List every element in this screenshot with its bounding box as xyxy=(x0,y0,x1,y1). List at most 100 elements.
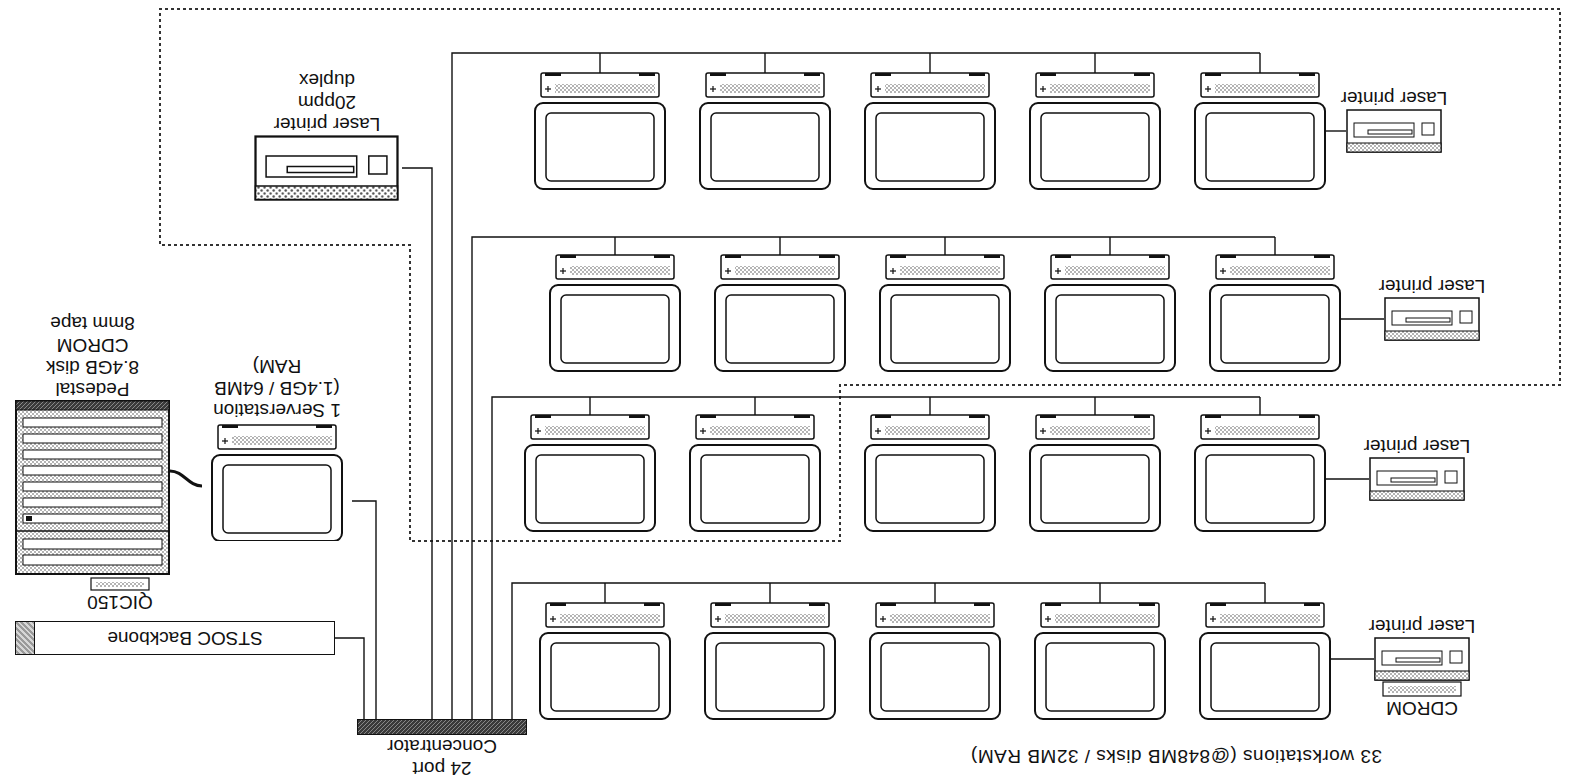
drop-wire xyxy=(769,583,770,603)
monitor-screen xyxy=(1221,295,1329,363)
cpu-shading xyxy=(885,84,985,93)
drive-bay xyxy=(23,466,162,475)
drop-wire xyxy=(944,237,945,255)
cpu-foot xyxy=(1134,73,1150,76)
drop-wire xyxy=(589,397,590,415)
node-label: QIC150 xyxy=(80,591,160,613)
cpu-foot xyxy=(1220,255,1236,258)
drive-bay xyxy=(23,514,162,523)
server-station: 1 Serverstation (1.4GB / 64MB RAM) xyxy=(202,355,352,541)
concentrator-bar xyxy=(358,720,527,735)
dashed-region xyxy=(160,9,1560,541)
tape-drive: QIC150 xyxy=(80,577,160,613)
cpu-shading xyxy=(890,614,990,623)
cpu-shading xyxy=(1055,614,1155,623)
cpu-foot xyxy=(545,73,561,76)
network-cable xyxy=(352,501,376,719)
node-label: Laser printer xyxy=(1372,275,1492,297)
cpu-foot xyxy=(710,73,726,76)
cpu-base xyxy=(1201,73,1319,97)
cpu-foot xyxy=(875,73,891,76)
printer-tray xyxy=(267,156,358,177)
laser-printer: Laser printer xyxy=(1362,615,1482,681)
cpu-foot xyxy=(629,415,645,418)
drive-bay xyxy=(23,450,162,459)
drive-bay xyxy=(23,418,162,427)
printer-tray xyxy=(1354,123,1414,137)
monitor-case xyxy=(880,285,1010,371)
drop-wire xyxy=(1259,397,1260,415)
cpu-foot xyxy=(1210,603,1226,606)
node-label: 1 Serverstation (1.4GB / 64MB RAM) xyxy=(202,355,352,421)
monitor-screen xyxy=(536,455,644,523)
bus-wire xyxy=(452,53,1260,719)
printer-tray xyxy=(1377,471,1437,485)
monitor-screen xyxy=(726,295,834,363)
node-label: Pedestal 8.4GB disk CDROM 8mm tape xyxy=(41,312,145,400)
network-cable xyxy=(335,638,364,719)
printer-slot xyxy=(288,167,354,173)
monitor-case xyxy=(705,633,835,719)
cpu-foot xyxy=(639,73,655,76)
monitor-case xyxy=(690,445,820,531)
node-label: STSOC Backbone xyxy=(46,627,324,649)
monitor-case xyxy=(700,103,830,189)
bus-wire xyxy=(492,397,1260,719)
cpu-foot xyxy=(560,255,576,258)
laser-printer: Laser printer xyxy=(1357,435,1477,501)
drive-shading xyxy=(96,582,144,587)
cpu-base xyxy=(1036,415,1154,439)
printer-button xyxy=(1445,471,1457,483)
printer-wire xyxy=(1330,658,1374,659)
monitor-screen xyxy=(1206,455,1314,523)
laser-printer: Laser printer xyxy=(1372,275,1492,341)
printer-button xyxy=(369,156,387,174)
drive-bay xyxy=(23,555,162,565)
cpu-foot xyxy=(880,603,896,606)
cpu-foot xyxy=(1149,255,1165,258)
monitor-case xyxy=(1210,285,1340,371)
cpu-plus xyxy=(1042,86,1043,92)
monitor-case xyxy=(1030,445,1160,531)
cpu-plus xyxy=(712,86,713,92)
cpu-shading xyxy=(885,426,985,435)
drive-led xyxy=(26,516,32,521)
cpu-foot xyxy=(974,603,990,606)
cpu-base xyxy=(876,603,994,627)
printer-slot xyxy=(1368,130,1412,134)
monitor-case xyxy=(1030,103,1160,189)
cpu-shading xyxy=(735,266,835,275)
cpu-foot xyxy=(1139,603,1155,606)
cpu-plus xyxy=(882,616,883,622)
cpu-shading xyxy=(545,426,645,435)
cpu-plus xyxy=(877,428,878,434)
monitor-screen xyxy=(701,455,809,523)
bus-wires xyxy=(452,53,1384,719)
cpu-plus xyxy=(1047,616,1048,622)
cpu-plus xyxy=(892,268,893,274)
workstation-icon xyxy=(1195,415,1325,531)
cpu-foot xyxy=(725,255,741,258)
monitor-screen xyxy=(1046,643,1154,711)
workstation-icon xyxy=(865,415,995,531)
drop-wire xyxy=(1259,53,1260,73)
cpu-base xyxy=(1036,73,1154,97)
node-label: 24 port Concentrator xyxy=(357,735,527,779)
cpu-shading xyxy=(570,266,670,275)
cpu-plus xyxy=(877,86,878,92)
cpu-base xyxy=(1206,603,1324,627)
cpu-foot xyxy=(535,415,551,418)
cpu-shading xyxy=(725,614,825,623)
drive-bay xyxy=(23,482,162,491)
cpu-base xyxy=(871,415,989,439)
workstation-icon xyxy=(550,255,680,371)
printer-slot xyxy=(1396,658,1440,662)
cpu-plus xyxy=(1222,268,1223,274)
workstation-icon xyxy=(535,73,665,189)
cpu-foot xyxy=(1055,255,1071,258)
drive-body xyxy=(1383,682,1461,696)
monitor-screen xyxy=(551,643,659,711)
monitor-screen xyxy=(891,295,999,363)
cpu-base xyxy=(1216,255,1334,279)
workstation-icon xyxy=(705,603,835,719)
